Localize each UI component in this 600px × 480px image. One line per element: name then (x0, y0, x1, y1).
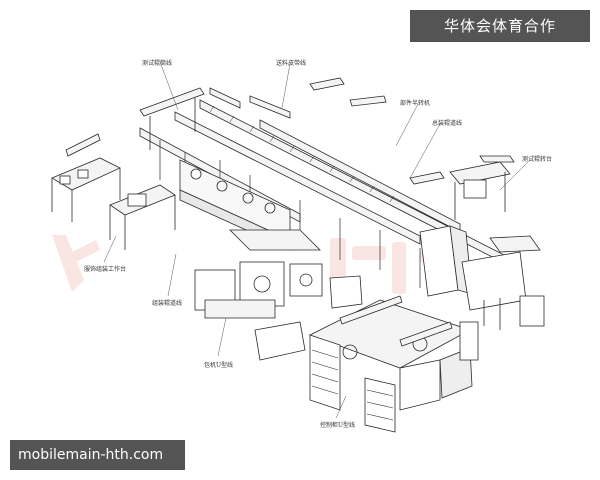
bottom-url-badge: mobilemain-hth.com (10, 440, 185, 470)
label-component-turner: 部件半转机 (400, 100, 431, 107)
label-test-roller-turntable: 测试辊转台 (522, 156, 553, 163)
label-test-roller-line: 测试辊筒线 (142, 60, 173, 67)
corner-watermark-badge: 华体会体育合作 (410, 10, 590, 42)
label-feed-belt-line: 送料皮带线 (276, 60, 307, 67)
label-leaders (103, 61, 531, 419)
label-final-assembly-roller-line: 总装辊道线 (432, 120, 463, 127)
label-packing-u-line: 包机U型线 (204, 362, 234, 369)
background-watermark (52, 235, 460, 294)
label-assembly-roller-line: 组装辊道线 (152, 300, 183, 307)
label-assembly-workbench: 服饰组装工作台 (84, 266, 127, 273)
label-control-cabinet-u-line: 控制柜U型线 (320, 422, 356, 429)
machine-drawing (51, 77, 545, 433)
